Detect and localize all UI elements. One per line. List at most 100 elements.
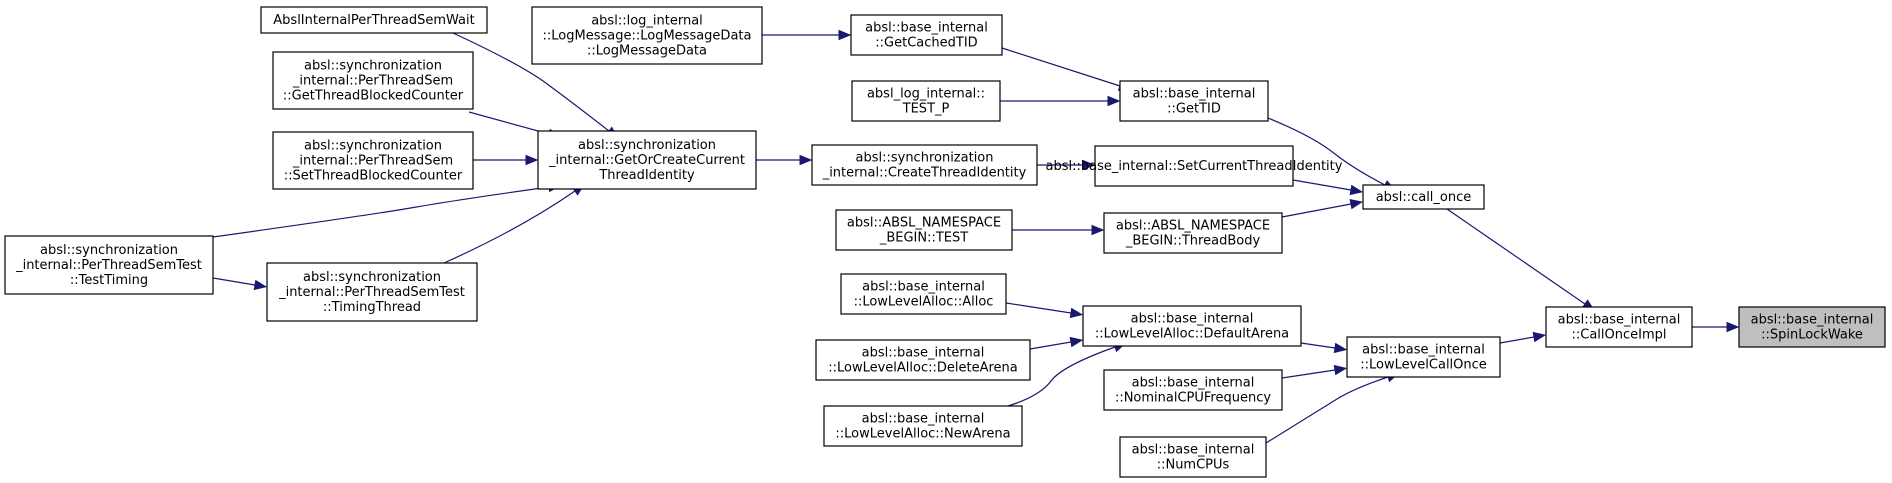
node-calloncelimpl[interactable]: absl::base_internal::CallOnceImpl bbox=[1545, 306, 1693, 348]
node-box bbox=[272, 51, 474, 110]
node-label-line: absl::synchronization bbox=[304, 139, 442, 154]
edge-deletearena-to-defaultarena bbox=[1029, 336, 1084, 350]
arrowhead-icon bbox=[1333, 364, 1348, 376]
node-label-line: absl::base_internal::SetCurrentThreadIde… bbox=[1046, 159, 1343, 174]
node-label-line: absl::synchronization bbox=[40, 243, 178, 258]
node-label-line: ::NumCPUs bbox=[1157, 458, 1230, 473]
arrowhead-icon bbox=[838, 29, 852, 41]
node-label-line: _internal::GetOrCreateCurrent bbox=[548, 153, 745, 168]
node-timingthread[interactable]: absl::synchronization_internal::PerThrea… bbox=[266, 262, 478, 322]
node-label-line: ::CallOnceImpl bbox=[1571, 328, 1666, 343]
node-logmessagedata[interactable]: absl::log_internal::LogMessage::LogMessa… bbox=[531, 6, 763, 65]
node-label-line: absl::base_internal bbox=[865, 21, 988, 36]
arrowhead-icon bbox=[525, 154, 539, 166]
edge-line bbox=[1300, 342, 1336, 349]
edge-line bbox=[1292, 179, 1352, 191]
edge-line bbox=[1007, 346, 1116, 407]
nodes-layer: absl::base_internal::SpinLockWakeabsl::b… bbox=[4, 6, 1886, 478]
edge-line bbox=[1001, 47, 1121, 87]
node-spinlockwake[interactable]: absl::base_internal::SpinLockWake bbox=[1738, 306, 1886, 348]
node-box bbox=[260, 6, 488, 34]
node-label-line: _BEGIN::ThreadBody bbox=[1125, 234, 1261, 249]
node-alloc[interactable]: absl::base_internal::LowLevelAlloc::Allo… bbox=[840, 273, 1007, 315]
node-label-line: ::TimingThread bbox=[323, 300, 421, 315]
node-box bbox=[531, 6, 763, 65]
node-box bbox=[1094, 145, 1294, 187]
node-getcachedtid[interactable]: absl::base_internal::GetCachedTID bbox=[850, 14, 1003, 56]
node-label-line: absl::base_internal bbox=[1132, 376, 1255, 391]
node-box bbox=[1362, 184, 1485, 210]
edge-setblocked-to-getorcreate bbox=[473, 154, 539, 166]
arrowhead-icon bbox=[1726, 321, 1740, 333]
node-box bbox=[840, 273, 1007, 315]
node-box bbox=[835, 209, 1013, 251]
edge-line bbox=[1499, 336, 1535, 344]
node-label-line: _internal::PerThreadSem bbox=[292, 154, 453, 169]
edge-nominalcpufrequency-to-lowlevelcallonce bbox=[1281, 364, 1348, 379]
node-box bbox=[1119, 80, 1269, 122]
node-label-line: absl::synchronization bbox=[578, 138, 716, 153]
node-setcurrentthreadidentity[interactable]: absl::base_internal::SetCurrentThreadIde… bbox=[1046, 145, 1343, 187]
node-label-line: absl::base_internal bbox=[1362, 343, 1485, 358]
arrowhead-icon bbox=[1349, 184, 1364, 196]
node-box bbox=[1346, 336, 1501, 378]
node-gettid[interactable]: absl::base_internal::GetTID bbox=[1119, 80, 1269, 122]
edge-call_once-to-calloncelimpl bbox=[1446, 208, 1596, 311]
edge-line bbox=[1281, 203, 1352, 218]
node-label-line: TEST_P bbox=[902, 102, 950, 117]
node-getblocked[interactable]: absl::synchronization_internal::PerThrea… bbox=[272, 51, 474, 110]
node-defaultarena[interactable]: absl::base_internal::LowLevelAlloc::Defa… bbox=[1082, 305, 1302, 347]
node-label-line: _BEGIN::TEST bbox=[879, 231, 968, 246]
node-test_p[interactable]: absl_log_internal::TEST_P bbox=[851, 80, 1001, 122]
arrowhead-icon bbox=[1333, 342, 1348, 354]
node-getorcreate[interactable]: absl::synchronization_internal::GetOrCre… bbox=[537, 130, 757, 190]
edge-line bbox=[452, 32, 610, 132]
node-setblocked[interactable]: absl::synchronization_internal::PerThrea… bbox=[272, 131, 474, 190]
node-box bbox=[1738, 306, 1886, 348]
arrowhead-icon bbox=[799, 154, 813, 166]
node-testtiming[interactable]: absl::synchronization_internal::PerThrea… bbox=[4, 235, 214, 295]
edge-timingthread-to-getorcreate bbox=[443, 183, 586, 264]
node-numcpus[interactable]: absl::base_internal::NumCPUs bbox=[1119, 436, 1267, 478]
node-box bbox=[823, 405, 1023, 447]
edge-line bbox=[1267, 117, 1386, 186]
node-box bbox=[850, 14, 1003, 56]
edge-line bbox=[1029, 341, 1072, 350]
node-createthreadidentity[interactable]: absl::synchronization_internal::CreateTh… bbox=[811, 144, 1038, 186]
edge-alloc-to-defaultarena bbox=[1005, 302, 1084, 319]
node-box bbox=[266, 262, 478, 322]
node-lowlevelcallonce[interactable]: absl::base_internal::LowLevelCallOnce bbox=[1346, 336, 1501, 378]
node-label-line: _internal::PerThreadSemTest bbox=[278, 285, 465, 300]
edge-line bbox=[1265, 376, 1389, 444]
edge-testtiming-to-getorcreate bbox=[212, 181, 562, 238]
node-label-line: ::LogMessageData bbox=[587, 44, 707, 59]
node-label-line: _internal::CreateThreadIdentity bbox=[822, 166, 1027, 181]
node-label-line: ::LowLevelCallOnce bbox=[1360, 358, 1487, 373]
node-label-line: absl::base_internal bbox=[1131, 312, 1254, 327]
node-threadbody[interactable]: absl::ABSL_NAMESPACE_BEGIN::ThreadBody bbox=[1103, 212, 1283, 254]
node-label-line: _internal::PerThreadSemTest bbox=[15, 258, 202, 273]
node-label-line: ::LowLevelAlloc::Alloc bbox=[854, 295, 994, 310]
node-call_once[interactable]: absl::call_once bbox=[1362, 184, 1485, 210]
edge-numcpus-to-lowlevelcallonce bbox=[1265, 372, 1400, 444]
edge-line bbox=[1005, 302, 1072, 314]
edge-test_p-to-gettid bbox=[1000, 95, 1121, 107]
edge-createthreadidentity-to-setcurrentthreadidentity bbox=[1037, 159, 1096, 171]
edge-defaultarena-to-lowlevelcallonce bbox=[1300, 342, 1348, 354]
node-label-line: absl::base_internal bbox=[862, 280, 985, 295]
node-semwait[interactable]: AbslInternalPerThreadSemWait bbox=[260, 6, 488, 34]
node-newarena[interactable]: absl::base_internal::LowLevelAlloc::NewA… bbox=[823, 405, 1023, 447]
node-deletearena[interactable]: absl::base_internal::LowLevelAlloc::Dele… bbox=[815, 339, 1031, 381]
arrowhead-icon bbox=[1082, 159, 1096, 171]
node-label-line: ::SpinLockWake bbox=[1761, 328, 1863, 343]
node-label-line: _internal::PerThreadSem bbox=[292, 74, 453, 89]
node-label-line: ::LowLevelAlloc::NewArena bbox=[835, 427, 1010, 442]
node-nominalcpufrequency[interactable]: absl::base_internal::NominalCPUFrequency bbox=[1103, 369, 1283, 411]
node-abslnamespacetest[interactable]: absl::ABSL_NAMESPACE_BEGIN::TEST bbox=[835, 209, 1013, 251]
edge-logmessagedata-to-getcachedtid bbox=[762, 29, 852, 41]
edge-line bbox=[468, 111, 550, 135]
node-label-line: ::GetTID bbox=[1167, 102, 1221, 117]
node-box bbox=[1082, 305, 1302, 347]
node-label-line: absl::synchronization bbox=[855, 151, 993, 166]
edge-line bbox=[1446, 208, 1586, 305]
